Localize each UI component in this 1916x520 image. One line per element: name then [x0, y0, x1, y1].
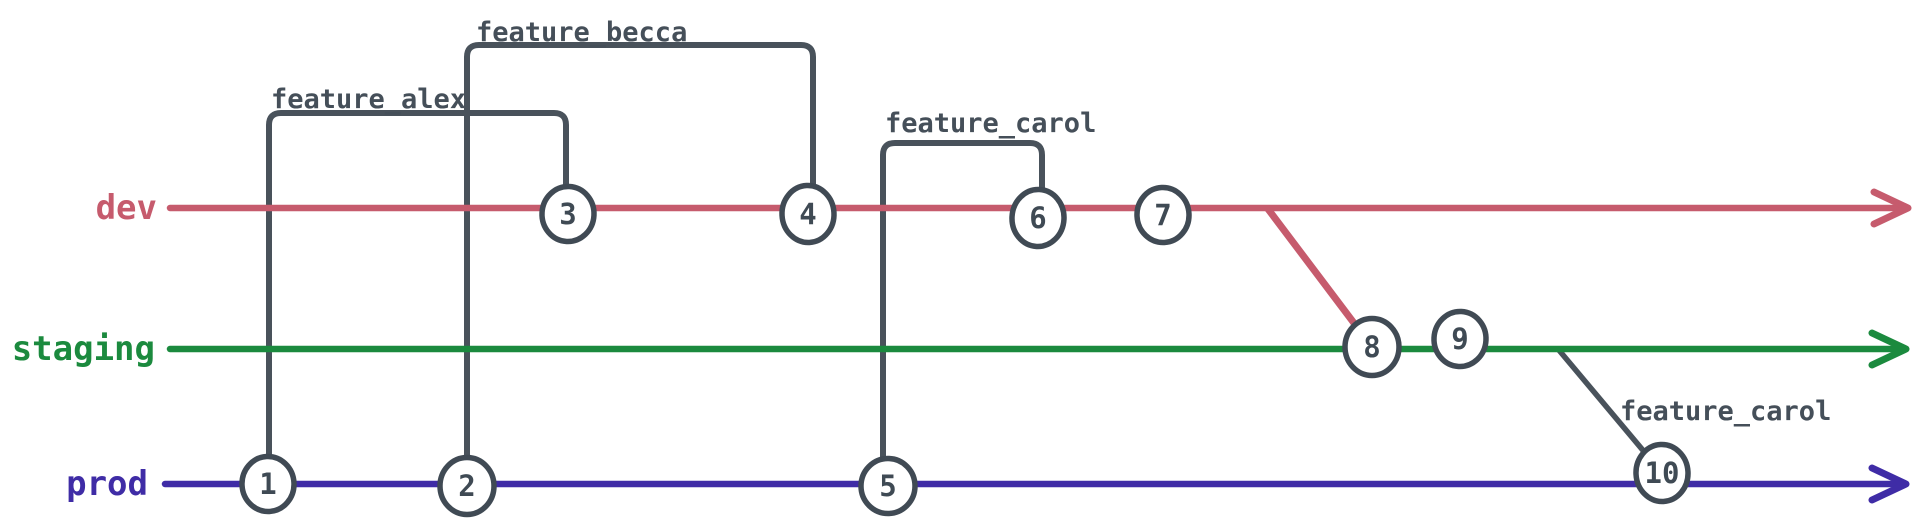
feature-branch-label: feature_carol [1620, 396, 1831, 427]
commit-node-9 [1431, 308, 1489, 370]
branch-label-staging: staging [12, 329, 155, 369]
commit-number: 10 [1645, 456, 1680, 490]
dev-arrow-icon [1870, 188, 1912, 228]
feature-bracket-feature_becca [464, 42, 816, 464]
feature-bracket-feature_carol [880, 140, 1045, 464]
dev-to-staging-merge [1264, 205, 1359, 329]
commit-node-3 [539, 183, 597, 245]
commit-number: 2 [458, 469, 475, 503]
branch-label-prod: prod [66, 464, 148, 504]
feature-branch-label: feature_alex [271, 84, 466, 115]
commit-node-8 [1342, 315, 1402, 379]
commit-number: 7 [1154, 198, 1171, 232]
commit-number: 9 [1451, 322, 1468, 356]
commit-node-10 [1633, 441, 1691, 505]
commit-number: 1 [259, 467, 276, 501]
commit-number: 3 [559, 197, 576, 231]
commit-number: 5 [879, 469, 896, 503]
prod-arrow-icon [1868, 464, 1910, 504]
commit-node-2 [437, 454, 497, 518]
staging-arrow-icon [1868, 329, 1910, 369]
commit-node-1 [239, 453, 297, 515]
commit-number: 4 [799, 197, 816, 231]
commit-node-4 [779, 182, 837, 246]
feature-bracket-feature_alex [266, 110, 569, 462]
commit-number: 8 [1363, 330, 1380, 364]
feature-branch-label: feature_carol [885, 108, 1096, 139]
staging-to-carol-branch [1555, 346, 1647, 455]
feature-branch-label: feature_becca [476, 17, 687, 48]
commit-node-6 [1009, 186, 1067, 250]
branch-label-dev: dev [96, 188, 157, 228]
commit-node-5 [858, 455, 918, 517]
commit-node-7 [1134, 184, 1192, 246]
commit-number: 6 [1029, 201, 1046, 235]
